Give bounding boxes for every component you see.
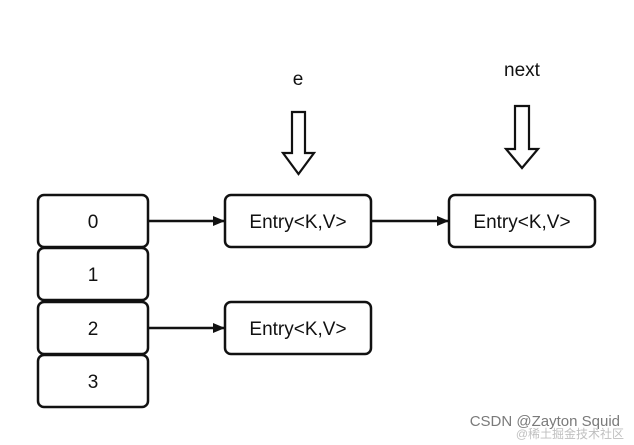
hollow-down-arrow-icon <box>280 110 317 176</box>
bucket-cell-1: 1 <box>36 246 150 302</box>
entry-node-bucket0-first: Entry<K,V> <box>223 193 373 249</box>
entry-label: Entry<K,V> <box>249 319 346 340</box>
bucket-index-label: 2 <box>88 319 99 340</box>
bucket-array: 0 1 2 3 <box>36 193 150 409</box>
bucket-cell-2: 2 <box>36 300 150 356</box>
bucket-index-label: 3 <box>88 372 99 393</box>
entry-label: Entry<K,V> <box>473 212 570 233</box>
bucket-cell-3: 3 <box>36 353 150 409</box>
watermark: CSDN @Zayton Squid @稀土掘金技术社区 <box>469 413 624 441</box>
bucket-cell-0: 0 <box>36 193 150 249</box>
entry-label: Entry<K,V> <box>249 212 346 233</box>
entry-node-bucket0-second: Entry<K,V> <box>447 193 597 249</box>
watermark-csdn: CSDN @Zayton Squid <box>469 413 620 430</box>
watermark-juejin: @稀土掘金技术社区 <box>515 427 624 441</box>
entry-node-bucket2-first: Entry<K,V> <box>223 300 373 356</box>
bucket-index-label: 0 <box>88 212 99 233</box>
pointer-e-label: e <box>293 69 304 90</box>
bucket-index-label: 1 <box>88 265 99 286</box>
hollow-down-arrow-icon <box>503 104 541 170</box>
pointer-next-label: next <box>504 60 541 81</box>
